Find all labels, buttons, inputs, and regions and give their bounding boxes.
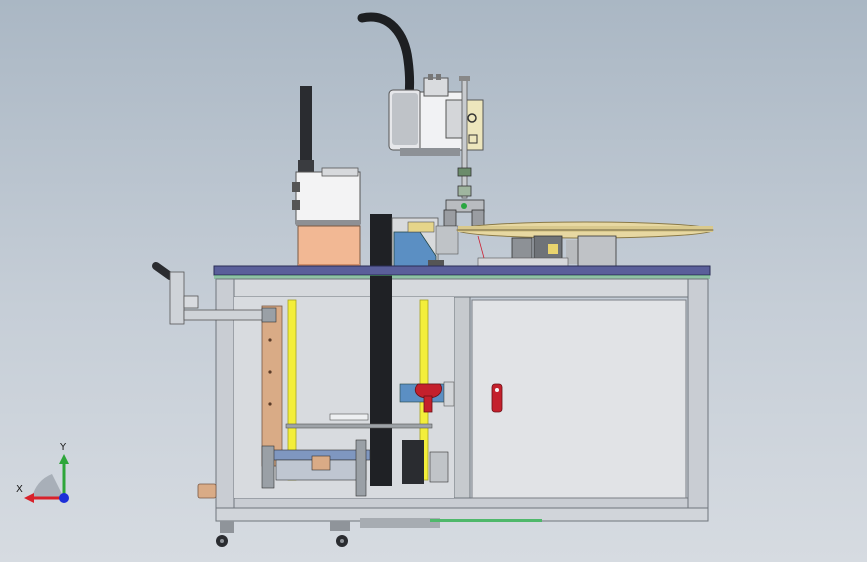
casters [216, 518, 542, 547]
wood-panel [261, 305, 283, 467]
vertical-post [300, 86, 312, 176]
lift-column [370, 276, 392, 486]
feeder-module[interactable] [292, 167, 361, 270]
door-handle[interactable] [491, 383, 503, 413]
table-top [213, 265, 711, 276]
cabinet-door[interactable] [471, 299, 687, 499]
x-axis-label: X [16, 484, 23, 495]
axis-triad-graphic [24, 454, 69, 503]
robot-cable [357, 12, 415, 100]
orientation-triad[interactable]: X Y [12, 440, 82, 510]
side-handle[interactable] [152, 262, 277, 325]
leveling-knob[interactable] [197, 483, 217, 499]
red-clamp-handle[interactable] [399, 381, 455, 413]
center-fixture[interactable] [370, 214, 459, 276]
scara-robot[interactable] [388, 74, 485, 227]
rotary-turntable[interactable] [456, 221, 714, 271]
y-axis-label: Y [60, 442, 67, 453]
lower-mechanism [261, 439, 449, 497]
